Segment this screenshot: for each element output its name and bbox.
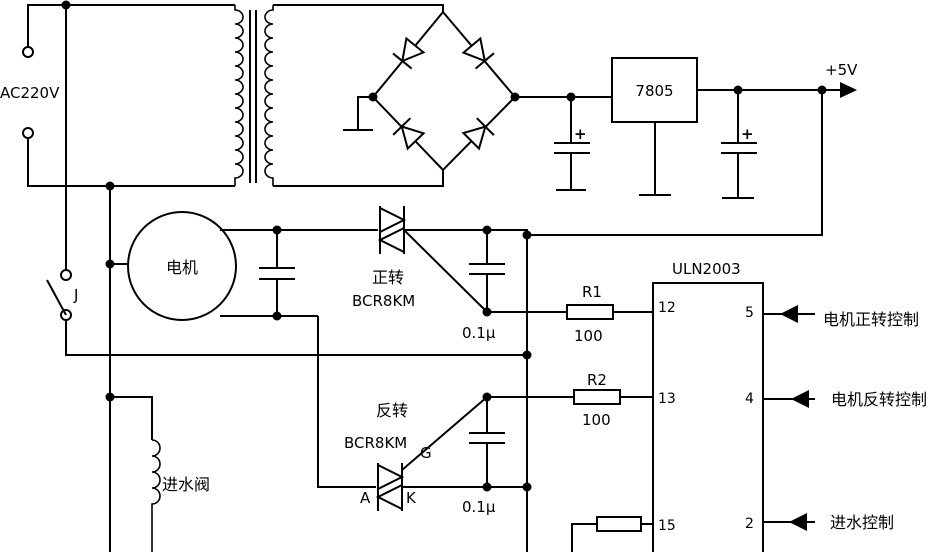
regulator-label: 7805	[635, 82, 673, 100]
bridge-rectifier	[343, 11, 520, 172]
reverse-control-arrow	[791, 390, 809, 408]
output-arrow	[840, 82, 857, 98]
forward-control-label: 电机正转控制	[823, 310, 919, 329]
gate-label: G	[420, 444, 432, 462]
r1-value: 100	[574, 327, 603, 345]
capacitor-1-polarity: +	[574, 125, 587, 143]
valve-coil	[151, 439, 161, 552]
reverse-control-label: 电机反转控制	[831, 390, 927, 409]
diode-4	[461, 117, 495, 151]
motor-label: 电机	[166, 258, 198, 277]
resistor-r3-branch	[571, 516, 653, 552]
forward-triac-label: 正转	[372, 268, 404, 287]
relay-switch-blade	[46, 279, 67, 316]
pin-4: 4	[745, 391, 754, 407]
forward-capacitor-value: 0.1μ	[462, 324, 496, 342]
pin-5: 5	[745, 305, 754, 321]
uln2003-body	[652, 282, 764, 552]
reverse-triac: 反转 BCR8KM G A K 0.1μ R2 100	[344, 371, 653, 516]
mains-label: AC220V	[0, 84, 60, 102]
diode-3	[392, 117, 426, 151]
output-label: +5V	[825, 61, 858, 79]
valve-control-label: 进水控制	[830, 513, 894, 532]
uln2003-label: ULN2003	[672, 260, 741, 278]
diode-1	[392, 36, 426, 70]
uln2003-driver: ULN2003 12 13 15 5 4 2	[652, 260, 764, 552]
diode-2	[461, 36, 495, 70]
inlet-valve: 进水阀	[110, 396, 210, 552]
cathode-label: K	[406, 489, 417, 507]
reverse-gate-lead	[401, 396, 488, 471]
reverse-capacitor-value: 0.1μ	[462, 498, 496, 516]
anode-label: A	[360, 489, 371, 507]
transformer	[234, 4, 444, 187]
main-wiring	[61, 0, 532, 552]
r2-value: 100	[582, 411, 611, 429]
r1-name: R1	[582, 283, 602, 301]
mains-terminal-top	[22, 46, 34, 58]
motor: 电机	[127, 211, 378, 488]
resistor-r3	[596, 516, 642, 532]
capacitor-2-polarity: +	[741, 125, 754, 143]
valve-control-arrow	[789, 513, 807, 531]
resistor-r1	[566, 304, 614, 320]
forward-triac-part: BCR8KM	[352, 292, 415, 310]
forward-control-arrow	[780, 305, 798, 323]
regulator-7805	[611, 57, 698, 123]
pin-13: 13	[658, 391, 676, 407]
forward-gate-lead	[403, 229, 488, 313]
control-inputs: 电机正转控制 电机反转控制 进水控制	[763, 305, 927, 532]
valve-label: 进水阀	[162, 475, 210, 494]
motor-symbol	[127, 211, 237, 321]
r2-name: R2	[587, 371, 607, 389]
resistor-r2	[573, 389, 621, 405]
relay-contact: J	[46, 269, 527, 356]
reverse-triac-label: 反转	[376, 401, 408, 420]
pin-2: 2	[745, 516, 754, 532]
forward-triac: 正转 BCR8KM 0.1μ R1 100	[352, 206, 653, 345]
mains-input: AC220V	[0, 4, 235, 187]
pin-12: 12	[658, 300, 676, 316]
regulator-section: + 7805 +5V +	[515, 57, 858, 236]
mains-terminal-bottom	[22, 127, 34, 139]
reverse-triac-part: BCR8KM	[344, 434, 407, 452]
pin-15: 15	[658, 518, 676, 534]
relay-label: J	[73, 286, 78, 304]
